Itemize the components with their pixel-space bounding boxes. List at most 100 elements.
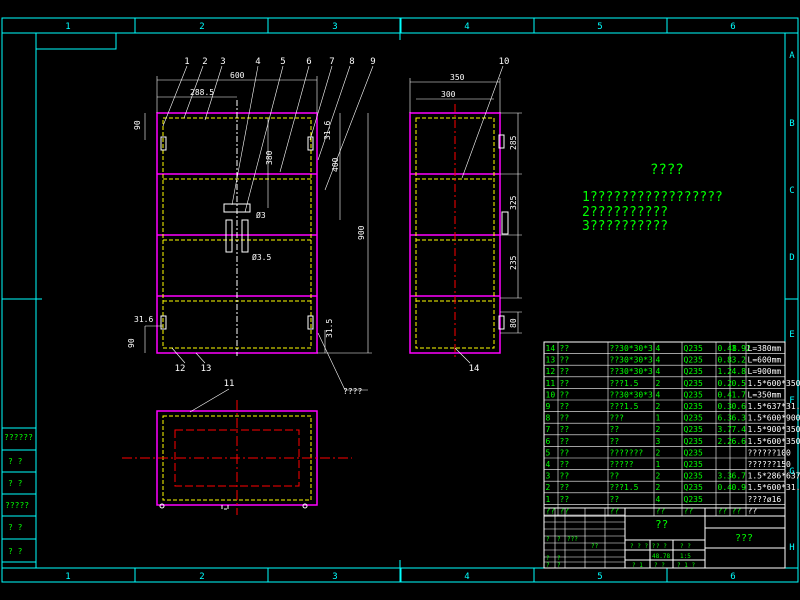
dim-235: 235 [509, 255, 518, 270]
dim-90-top: 90 [133, 120, 142, 130]
tb-b-0: ? [546, 555, 550, 562]
title-block: ?? ??? ? ? ??? ?? ? ? ? ? ? ? ? ? ? ? ? … [543, 507, 786, 569]
balloon-6: 6 [306, 57, 311, 67]
bom-cell-qty: ?? [656, 506, 666, 515]
bom-cell-qty: 1 [656, 414, 661, 423]
bom-cell-no: 7 [546, 425, 551, 434]
bom-cell-qty: 2 [656, 472, 661, 481]
dim-hole2: Ø3.5 [252, 252, 271, 262]
bom-cell-mat: ?? [684, 506, 694, 515]
balloon-10: 10 [499, 57, 510, 67]
col-top-2: 2 [199, 22, 204, 32]
bom-cell-no: ?? [546, 506, 556, 515]
bom-cell-w1: 0.48 [718, 344, 737, 353]
bom-cell-no: 11 [546, 379, 556, 388]
bom-cell-note: 1.5*286*637 [748, 472, 800, 481]
bom-cell-qty: 2 [656, 379, 661, 388]
tb-b-1: ? [557, 555, 561, 562]
side-dimensions: 350 300 285 325 235 80 [441, 73, 518, 328]
top-view [122, 388, 352, 515]
balloon-9: 9 [370, 57, 375, 67]
balloon-1: 1 [184, 57, 189, 67]
col-bottom-2: 2 [199, 572, 204, 582]
balloon-11: 11 [224, 379, 235, 389]
bom-cell-no: 4 [546, 460, 551, 469]
bom-cell-w2: 1.92 [732, 344, 751, 353]
bom-cell-mat: Q235 [684, 379, 703, 388]
bom-cell-name: ?? [560, 425, 570, 434]
bom-cell-no: 13 [546, 356, 556, 365]
bom-cell-w1: 1.2 [718, 367, 733, 376]
bom-cell-mat: Q235 [684, 472, 703, 481]
bom-cell-note: 1.5*900*350 [748, 425, 800, 434]
bom-cell-w2: 1.7 [732, 390, 747, 399]
bom-cell-no: 9 [546, 402, 551, 411]
bom-cell-mat: Q235 [684, 425, 703, 434]
bom-cell-spec: ??30*30*3 [610, 390, 654, 399]
hinge-bottom-left [160, 315, 167, 330]
bom-cell-mat: Q235 [684, 495, 703, 504]
bom-cell-note: ??????150 [748, 460, 792, 469]
bom-cell-note: 1.5*600*350 [748, 437, 800, 446]
col-bottom-5: 5 [597, 572, 602, 582]
col-top-6: 6 [730, 22, 735, 32]
bom-cell-no: 2 [546, 483, 551, 492]
bom-cell-mat: Q235 [684, 460, 703, 469]
bom-cell-w2: 6.3 [732, 414, 747, 423]
bom-cell-name: ?? [560, 390, 570, 399]
row-b: B [789, 119, 794, 129]
bom-cell-qty: 2 [656, 448, 661, 457]
col-bottom-4: 4 [464, 572, 469, 582]
bom-cell-spec: ????? [610, 460, 634, 469]
side-dimension-lines [409, 65, 522, 364]
bom-cell-w1: 3.7 [718, 425, 733, 434]
bom-cell-spec: ?? [610, 495, 620, 504]
stamp-1: ?????? [4, 433, 33, 442]
front-dimension-lines [144, 76, 372, 354]
stamp-2: ? ? [8, 457, 23, 466]
bom-cell-w2: 4.8 [732, 367, 747, 376]
technical-notes: ???? 1????????????????? 2?????????? 3???… [582, 162, 723, 234]
bom-cell-name: ?? [560, 437, 570, 446]
lock-plate [223, 203, 251, 213]
tb-scale-label-1: ? ? [656, 543, 667, 550]
bom-cell-w1: 6.3 [718, 414, 733, 423]
bom-cell-note: 1.5*600*31.5 [748, 483, 800, 492]
tb-sheet-2: ? 1 ? [677, 562, 695, 569]
bom-cell-name: ?? [560, 495, 570, 504]
bom-cell-w2: 0.6 [732, 402, 747, 411]
bom-cell-spec: ?? [610, 506, 620, 515]
bom-cell-w1: 0.2 [718, 379, 733, 388]
bom-cell-no: 5 [546, 448, 551, 457]
drawing-frame [1, 17, 799, 583]
bom-cell-name: ?? [560, 448, 570, 457]
dim-hole: Ø3 [256, 210, 266, 220]
dim-380: 380 [265, 150, 274, 165]
bom-cell-note: 1.5*600*350 [748, 379, 800, 388]
bom-cell-qty: 1 [656, 460, 661, 469]
bom-cell-qty: 4 [656, 495, 661, 504]
stamp-3: ? ? [8, 479, 23, 488]
handle-left [225, 219, 233, 253]
bom-cell-name: ?? [560, 414, 570, 423]
bom-cell-spec: ??????? [610, 448, 644, 457]
bom-cell-w1: ?? [718, 506, 728, 515]
bom-cell-note: 1.5*600*900 [748, 414, 800, 423]
side-handle [501, 211, 509, 235]
notes-line-1: 1????????????????? [582, 190, 723, 205]
bom-cell-qty: 2 [656, 425, 661, 434]
col-bottom-1: 1 [65, 572, 70, 582]
bom-cell-mat: Q235 [684, 414, 703, 423]
bom-cell-no: 10 [546, 390, 556, 399]
bom-cell-qty: 2 [656, 402, 661, 411]
tb-a-1: ? [557, 536, 561, 543]
balloon-7: 7 [329, 57, 334, 67]
